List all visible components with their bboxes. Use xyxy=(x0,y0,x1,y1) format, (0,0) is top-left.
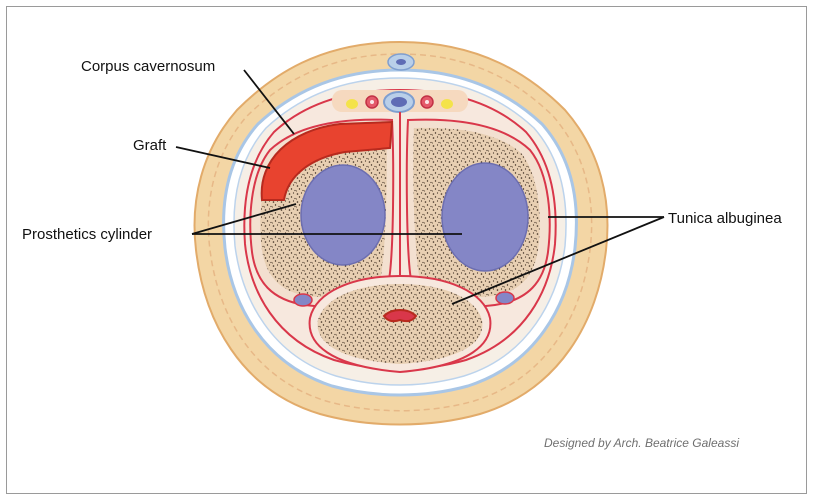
left-lateral-vessel xyxy=(294,294,312,306)
urethra xyxy=(384,310,416,321)
label-prosthetics-cylinder: Prosthetics cylinder xyxy=(22,226,152,243)
label-corpus-cavernosum: Corpus cavernosum xyxy=(81,58,215,75)
right-prosthetic-cylinder xyxy=(442,163,528,271)
credit-text: Designed by Arch. Beatrice Galeassi xyxy=(544,436,739,450)
deep-vein-lumen xyxy=(391,97,407,107)
artery-left-lumen xyxy=(370,100,374,104)
left-prosthetic-cylinder xyxy=(301,165,385,265)
nerve-right xyxy=(441,99,453,109)
artery-right-lumen xyxy=(425,100,429,104)
nerve-left xyxy=(346,99,358,109)
right-lateral-vessel xyxy=(496,292,514,304)
corpus-spongiosum-tissue xyxy=(318,284,483,364)
label-tunica-albuginea: Tunica albuginea xyxy=(668,210,782,227)
vein-lumen xyxy=(396,59,406,65)
label-graft: Graft xyxy=(133,137,167,154)
